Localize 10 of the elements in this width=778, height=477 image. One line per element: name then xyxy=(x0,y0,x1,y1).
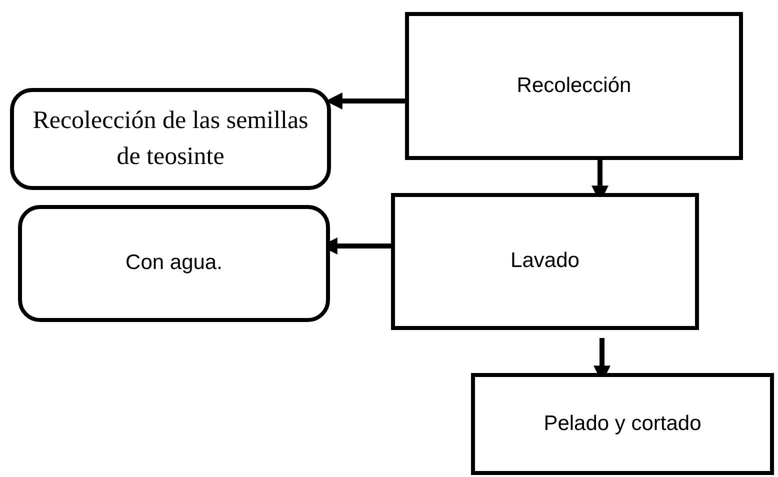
box-label: Lavado xyxy=(510,248,580,274)
process-box xyxy=(471,373,774,475)
process-box xyxy=(391,193,699,330)
process-box xyxy=(405,12,743,160)
box-label: Recolección de las semillas de teosinte xyxy=(32,106,310,172)
rounded-box xyxy=(10,88,331,190)
box-label: Pelado y cortado xyxy=(544,410,702,437)
rounded-box xyxy=(18,205,330,322)
box-label: Con agua. xyxy=(126,250,222,276)
box-label: Recolección xyxy=(516,72,632,99)
